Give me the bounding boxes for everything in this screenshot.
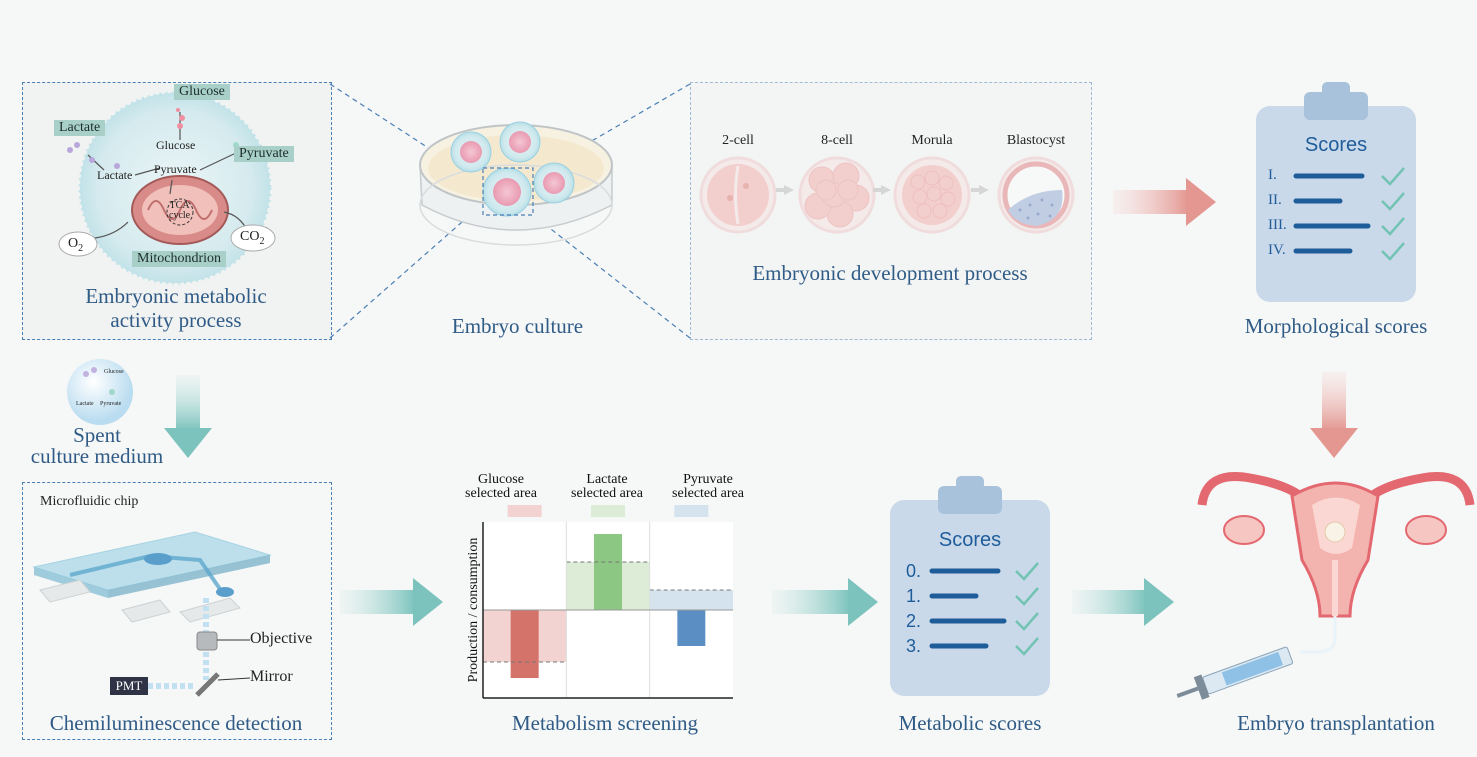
stage-label-morula: Morula <box>911 133 953 148</box>
bubble-glucose: Glucose <box>104 369 124 375</box>
pyruvate-tag: Pyruvate <box>234 146 294 162</box>
development-caption: Embryonic development process <box>752 261 1028 285</box>
stage-label-2cell: 2-cell <box>722 133 754 148</box>
glucose-inner-label: Glucose <box>156 138 196 152</box>
metab-scores-title: Scores <box>938 529 1002 551</box>
bubble-pyruvate: Pyruvate <box>100 401 122 407</box>
embryos-in-dish <box>450 121 575 217</box>
legend-swatch-glucose <box>507 505 542 517</box>
o2-label: O2 <box>68 236 84 254</box>
screening-caption: Metabolism screening <box>511 711 699 735</box>
morph-scores-title: Scores <box>1304 134 1368 156</box>
mitochondrion-tag: Mitochondrion <box>132 251 226 267</box>
arrow-morph-to-transplant <box>1310 372 1358 458</box>
arrow-metab-to-transplant <box>1072 578 1174 626</box>
stage-label-blastocyst: Blastocyst <box>1006 133 1066 148</box>
co2-label: CO2 <box>240 229 265 247</box>
morph-row-1: I. <box>1268 167 1277 183</box>
transplant-caption: Embryo transplantation <box>1237 711 1435 735</box>
development-panel <box>690 82 1092 340</box>
metab-row-4: 3. <box>906 636 922 656</box>
morph-row-3: III. <box>1268 217 1287 233</box>
bar-glucose <box>510 610 539 678</box>
mirror-label: Mirror <box>250 668 293 685</box>
embryo-culture-caption: Embryo culture <box>451 314 584 338</box>
pmt-label: PMT <box>115 678 143 693</box>
metab-caption: Metabolic scores <box>898 711 1042 735</box>
bar-pyruvate <box>677 610 706 646</box>
legend-swatch-lactate <box>591 505 625 517</box>
morph-caption: Morphological scores <box>1244 314 1428 338</box>
lactate-inner-label: Lactate <box>97 168 133 182</box>
metab-row-2: 1. <box>906 586 922 606</box>
bubble-lactate: Lactate <box>76 401 94 407</box>
stage-label-8cell: 8-cell <box>821 133 853 148</box>
chip-label: Microfluidic chip <box>40 494 139 509</box>
glucose-tag: Glucose <box>174 84 230 100</box>
arrow-dev-to-morph <box>1113 178 1216 226</box>
detection-caption: Chemiluminescence detection <box>49 711 303 735</box>
metab-row-1: 0. <box>906 561 922 581</box>
arrow-detect-to-screen <box>340 578 443 626</box>
morph-row-2: II. <box>1268 192 1282 208</box>
microfluidic-chip <box>32 531 272 697</box>
arrow-spent-down <box>164 375 212 458</box>
pyruvate-inner-label: Pyruvate <box>154 162 197 176</box>
spent-medium-bubble <box>67 359 133 425</box>
metab-row-3: 2. <box>906 611 922 631</box>
uterus-illustration <box>1176 472 1475 700</box>
selected-area-pyruvate <box>649 590 733 610</box>
detection-panel <box>22 482 332 740</box>
bar-lactate <box>594 534 622 610</box>
legend-swatch-pyruvate <box>674 505 709 517</box>
morph-row-4: IV. <box>1268 242 1286 258</box>
metab-clipboard <box>890 476 1050 696</box>
arrow-screen-to-metab <box>772 578 878 626</box>
morph-clipboard <box>1256 82 1416 302</box>
objective-label: Objective <box>250 630 313 647</box>
lactate-tag: Lactate <box>54 120 106 136</box>
